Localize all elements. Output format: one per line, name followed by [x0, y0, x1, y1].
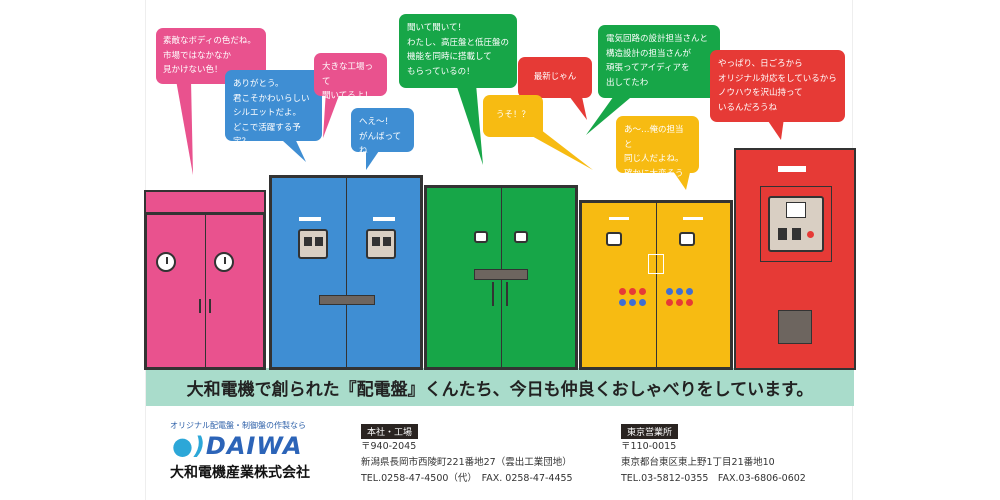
- bubble-tails: [176, 80, 784, 190]
- speech-bubble: あ～…俺の担当と 同じ人だよね。 確かに大変そうだったぜ: [616, 116, 699, 193]
- zip: 〒110-0015: [621, 441, 677, 452]
- speech-bubble: へえ～！ がんばってね: [351, 108, 414, 156]
- speech-bubble: 電気回路の設計担当さんと 構造設計の担当さんが 頑張ってアイディアを 出してたわ: [598, 25, 720, 98]
- speech-bubble: 聞いて聞いて！ わたし、高圧盤と低圧盤の 機能を同時に搭載して もらっているの！: [399, 14, 517, 88]
- speech-bubble: うそ！？: [483, 95, 543, 137]
- advertisement: 素敵なボディの色だね。 市場ではなかなか 見かけない色！ ありがとう。 君こそか…: [144, 0, 856, 500]
- address: 東京都台東区東上野1丁目21番地10: [621, 457, 775, 468]
- red-switchboard: [734, 148, 856, 370]
- zip: 〒940-2045: [361, 441, 417, 452]
- office-label: 東京営業所: [621, 424, 679, 439]
- company-logo: ●)DAIWA: [172, 432, 303, 460]
- speech-bubble: 最新じゃん: [518, 57, 592, 98]
- yellow-switchboard: [579, 200, 733, 370]
- office-tokyo: 東京営業所 〒110-0015 東京都台東区東上野1丁目21番地10 TEL.0…: [621, 420, 806, 487]
- clock-icon: [156, 252, 176, 272]
- phone: TEL.0258-47-4500（代） FAX. 0258-47-4455: [361, 473, 573, 484]
- pink-cabinet-top: [144, 190, 266, 214]
- pink-switchboard: [144, 212, 266, 370]
- company-tagline: オリジナル配電盤・制御盤の作製なら: [170, 421, 306, 430]
- address: 新潟県長岡市西陵町221番地27（雲出工業団地）: [361, 457, 572, 468]
- speech-bubble: 素敵なボディの色だね。 市場ではなかなか 見かけない色！: [156, 28, 266, 84]
- speech-bubble: やっぱり、日ごろから オリジナル対応をしているから ノウハウを沢山持って いるん…: [710, 50, 845, 122]
- phone: TEL.03-5812-0355 FAX.03-6806-0602: [621, 473, 806, 484]
- speech-bubble: ありがとう。 君こそかわいらしい シルエットだよ。 どこで活躍する予定？: [225, 70, 322, 147]
- office-headquarters: 本社・工場 〒940-2045 新潟県長岡市西陵町221番地27（雲出工業団地）…: [361, 420, 573, 487]
- speech-bubble: 大きな工場って 聞いてるよ！: [314, 53, 387, 101]
- clock-icon: [214, 252, 234, 272]
- office-label: 本社・工場: [361, 424, 419, 439]
- green-switchboard: [424, 185, 578, 370]
- blue-switchboard: [269, 175, 423, 370]
- company-name: 大和電機産業株式会社: [170, 465, 310, 481]
- banner-text: 大和電機で創られた『配電盤』くんたち、今日も仲良くおしゃべりをしています。: [146, 368, 854, 406]
